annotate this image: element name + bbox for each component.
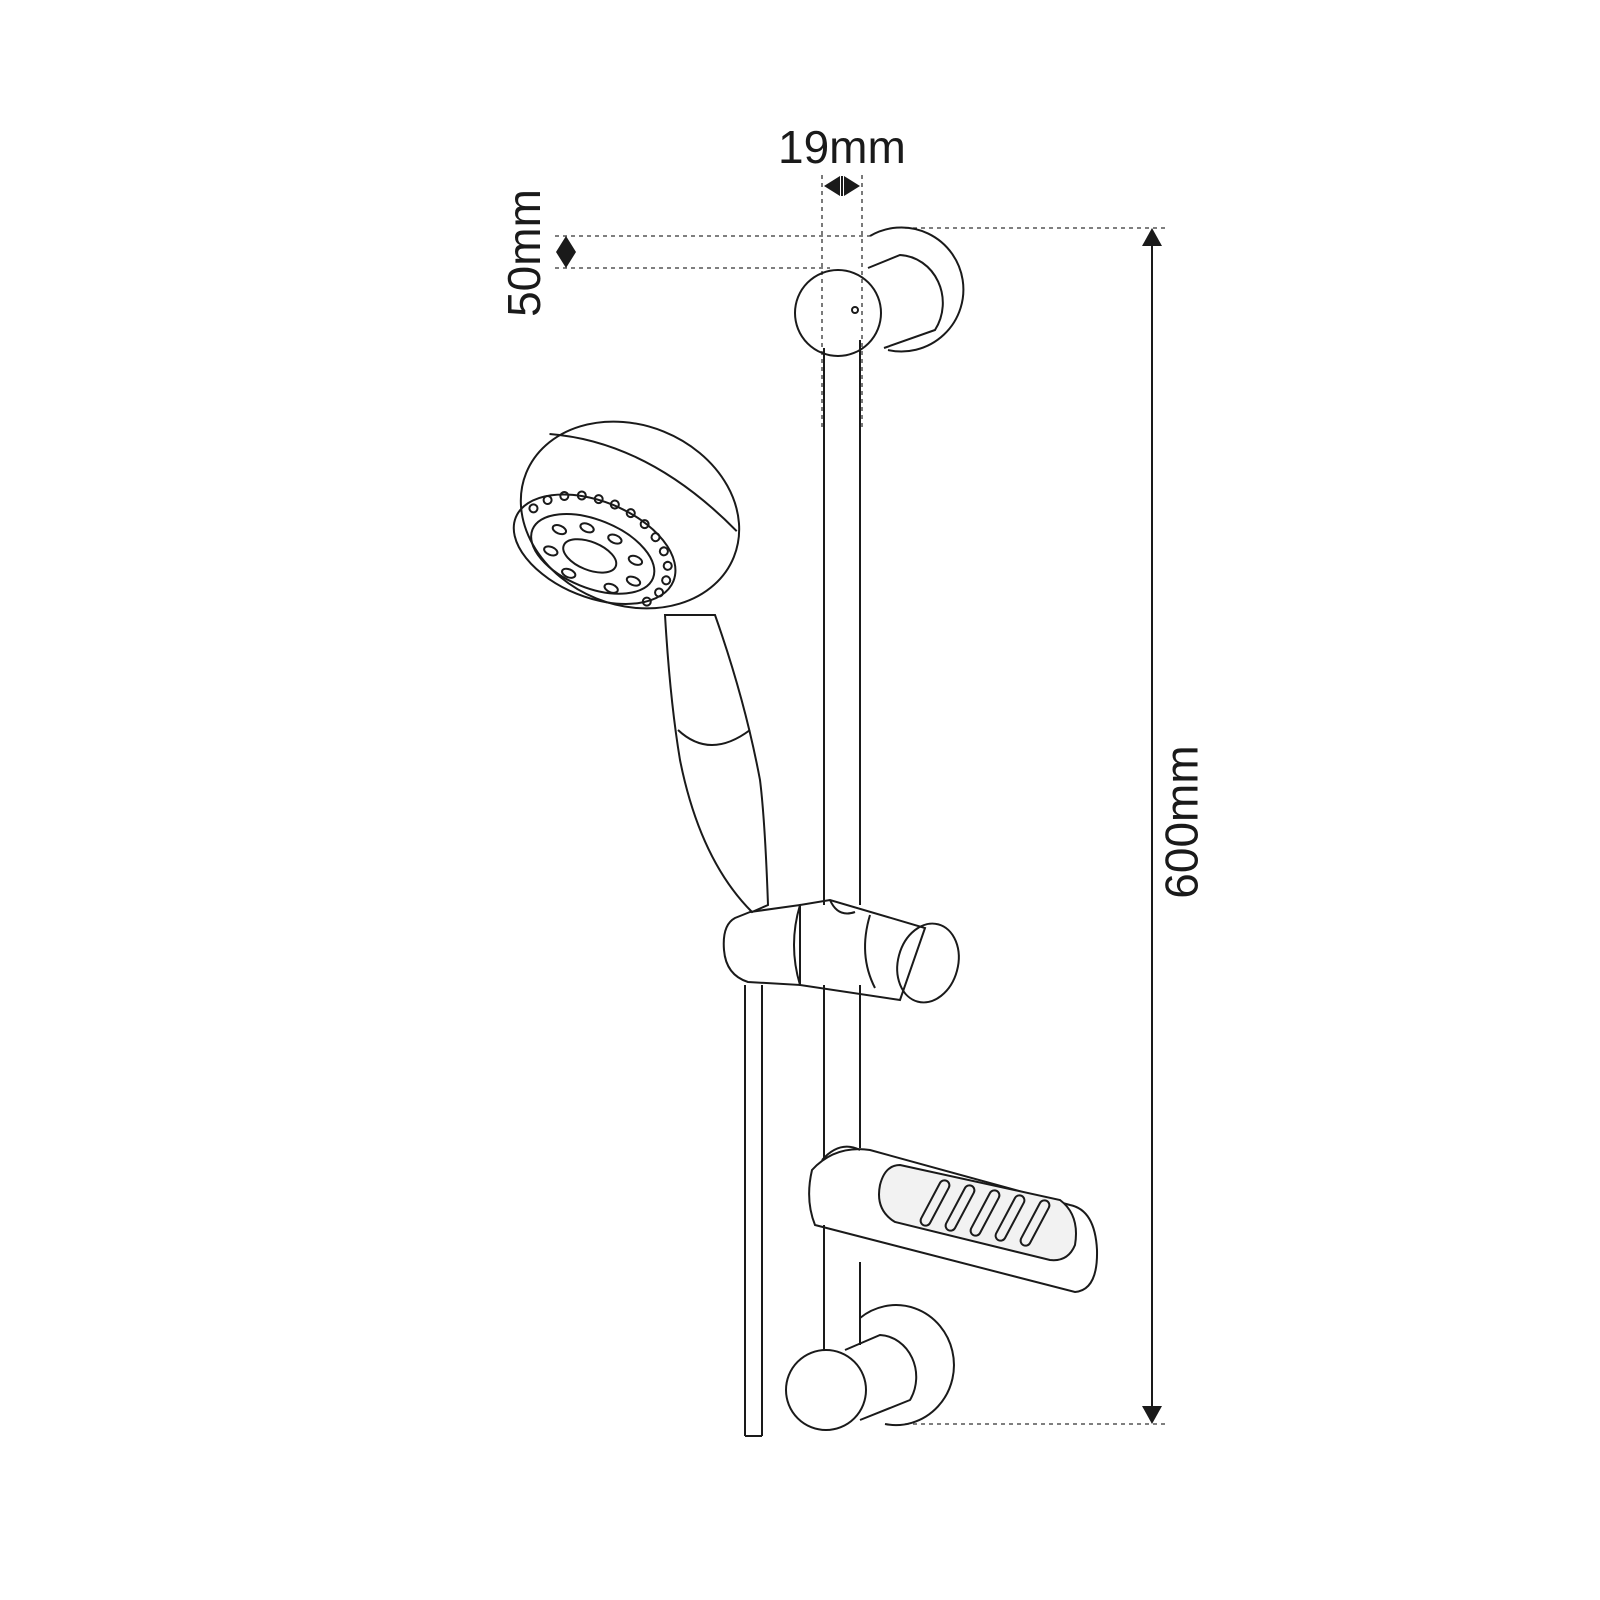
soap-dish: [808, 1145, 1099, 1294]
length-arrow-600mm: [1142, 228, 1162, 1424]
dimension-guides: [555, 175, 1165, 1425]
hose: [744, 985, 763, 1437]
dish-drain-slots: [919, 1179, 1051, 1247]
rail-diameter-label: 19mm: [778, 121, 906, 173]
slider-holder: [722, 898, 960, 1004]
shower-handle: [663, 614, 770, 914]
shower-head: [512, 420, 741, 610]
rail: [823, 340, 861, 1350]
width-arrow-19mm: [824, 176, 860, 196]
rail-length-label: 600mm: [1155, 745, 1208, 899]
offset-arrow-50mm: [556, 236, 576, 268]
nozzles: [528, 490, 673, 607]
top-wall-bracket: [794, 226, 965, 357]
bracket-offset-label: 50mm: [497, 189, 550, 317]
bottom-wall-bracket: [785, 1304, 955, 1431]
